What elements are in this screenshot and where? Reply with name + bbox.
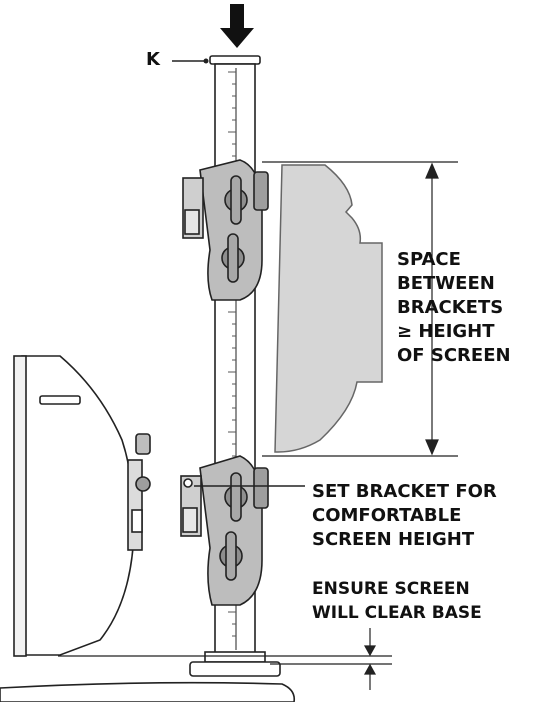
lower-bracket: [180, 455, 269, 606]
space-label-line: OF SCREEN: [397, 345, 511, 366]
space-between-brackets-label: SPACE BETWEEN BRACKETS ≥ HEIGHT OF SCREE…: [397, 248, 511, 368]
set-label-line: SET BRACKET FOR: [312, 481, 497, 502]
space-label-line: BETWEEN: [397, 273, 495, 294]
k-leader: [172, 58, 209, 64]
dimension-arrow-icon: [363, 663, 377, 675]
k-label: K: [146, 49, 160, 70]
screen-outline-ghost: [274, 164, 383, 453]
space-dimension: [262, 161, 458, 457]
set-bracket-label: SET BRACKET FOR COMFORTABLE SCREEN HEIGH…: [312, 480, 497, 552]
base: [0, 681, 296, 702]
space-label-line: SPACE: [397, 249, 461, 270]
set-label-line: COMFORTABLE: [312, 505, 462, 526]
ensure-label-line: WILL CLEAR BASE: [312, 603, 482, 623]
dimension-arrow-icon: [425, 162, 439, 179]
space-label-line: BRACKETS: [397, 297, 504, 318]
ensure-clear-label: ENSURE SCREEN WILL CLEAR BASE: [312, 577, 482, 625]
mounted-screen: [13, 355, 151, 657]
clearance-dimension: [58, 628, 392, 690]
dimension-arrow-icon: [363, 645, 377, 657]
down-arrow-icon: [220, 4, 254, 48]
ensure-label-line: ENSURE SCREEN: [312, 579, 470, 599]
upper-bracket: [182, 159, 269, 301]
set-label-line: SCREEN HEIGHT: [312, 529, 475, 550]
dimension-arrow-icon: [425, 439, 439, 456]
space-label-line: ≥ HEIGHT: [397, 321, 495, 342]
